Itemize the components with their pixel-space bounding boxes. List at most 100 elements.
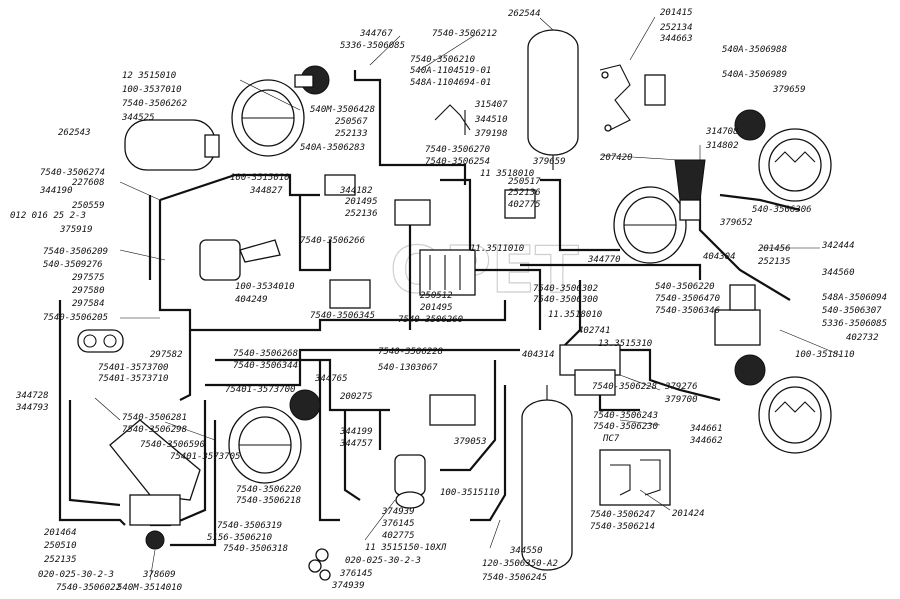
part-label: 7540-3506209	[43, 247, 108, 257]
part-label: 344663	[659, 34, 693, 44]
part-label: 252136	[508, 188, 541, 198]
inset-clip-top	[599, 64, 666, 132]
part-label: 75401-3573700	[98, 363, 168, 373]
part-label: 540М-3506428	[310, 105, 375, 115]
part-label: 342444	[821, 241, 855, 251]
part-label: 344199	[339, 427, 373, 437]
part-label: 548А-3506094	[822, 293, 887, 303]
part-label: 120-3506350-А2	[482, 559, 558, 569]
part-label: 75401-3573700	[225, 385, 295, 395]
pressure-gauge	[77, 329, 124, 353]
part-label: 344510	[474, 115, 508, 125]
part-label: ПС7	[602, 434, 620, 444]
air-tank-small	[124, 119, 220, 171]
part-label: 100-3518110	[795, 350, 855, 360]
part-label: 7540-3506319	[217, 521, 282, 531]
part-label: 379276	[664, 382, 698, 392]
part-label: 250567	[335, 117, 368, 127]
part-label: 012 016 25 2-3	[10, 211, 86, 221]
part-label: 314802	[705, 141, 739, 151]
part-label: 252136	[345, 209, 378, 219]
part-label: 344770	[587, 255, 621, 265]
part-label: 402741	[578, 326, 611, 336]
part-label: 201464	[44, 528, 77, 538]
part-label: 402775	[382, 531, 415, 541]
part-labels: 262544 201415 252134 344663 540А-3506988…	[10, 8, 887, 593]
part-label: 344793	[15, 403, 49, 413]
part-label: 379700	[664, 395, 698, 405]
part-label: 344190	[39, 186, 73, 196]
part-label: 7540-3506022	[56, 583, 121, 593]
part-label: 7540-3506247	[590, 510, 656, 520]
part-label: 201415	[660, 8, 693, 18]
valve-block-right	[714, 284, 761, 346]
part-label: 7540-3506220	[236, 485, 301, 495]
part-label: 344827	[249, 186, 283, 196]
part-label: 5336-3506085	[340, 41, 405, 51]
part-label: 227608	[72, 178, 105, 188]
part-label: 540-3509276	[43, 260, 103, 270]
part-label: 376145	[339, 569, 373, 579]
part-label: 378609	[142, 570, 176, 580]
part-label: 7540-3506318	[223, 544, 288, 554]
part-label: 200275	[340, 392, 373, 402]
part-label: 7540-3506254	[425, 157, 490, 167]
part-label: 7540-3506262	[122, 99, 187, 109]
part-label: 297580	[72, 286, 105, 296]
part-label: 540А-3506988	[722, 45, 787, 55]
part-label: 7540-3506230	[593, 422, 658, 432]
part-label: 7540-3506274	[40, 168, 105, 178]
part-label: 7540-3506214	[590, 522, 655, 532]
part-label: 5336-3506085	[822, 319, 887, 329]
part-label: 7540-3506245	[482, 573, 547, 583]
part-label: 404304	[703, 252, 736, 262]
part-label: 344757	[339, 439, 373, 449]
part-label: 7540-3506345	[310, 311, 375, 321]
part-label: 7540-3506243	[593, 411, 658, 421]
part-label: 540А-3506989	[722, 70, 787, 80]
part-label: 404314	[522, 350, 555, 360]
part-label: 020-025-30-2-3	[345, 556, 421, 566]
part-label: 7540-3506210	[410, 55, 475, 65]
part-label: 374939	[381, 507, 415, 517]
part-label: 201456	[758, 244, 791, 254]
part-label: 201495	[420, 303, 453, 313]
air-tank-lower	[521, 385, 573, 571]
part-label: 344182	[339, 186, 373, 196]
part-label: 252135	[758, 257, 791, 267]
fittings-cluster	[308, 548, 331, 581]
part-label: 100-3515110	[440, 488, 500, 498]
components	[77, 29, 832, 581]
part-label: 250512	[420, 291, 453, 301]
part-label: 250517	[508, 177, 541, 187]
part-label: 540-3506306	[752, 205, 812, 215]
part-label: 11.3518010	[548, 310, 602, 320]
part-label: 344525	[121, 113, 155, 123]
part-label: 402732	[846, 333, 879, 343]
part-label: 7540-3506212	[432, 29, 497, 39]
part-label: 402775	[508, 200, 541, 210]
part-label: 297582	[150, 350, 183, 360]
part-label: 7540-3506344	[233, 361, 298, 371]
valve-block-lower	[394, 344, 621, 509]
air-tank-upper	[527, 29, 579, 170]
part-label: 252135	[44, 555, 77, 565]
compressor	[199, 239, 281, 281]
part-label: 7540-3506346	[655, 306, 720, 316]
inset-clip-bottom	[599, 449, 671, 506]
part-label: 297584	[72, 299, 105, 309]
hook-fitting	[434, 104, 471, 135]
part-label: 75401-3573710	[98, 374, 168, 384]
part-label: 100-3537010	[122, 85, 182, 95]
part-label: 100-3515010	[230, 173, 290, 183]
part-label: 375919	[59, 225, 93, 235]
part-label: 75401-3573705	[170, 452, 240, 462]
part-label: 548А-1104694-01	[410, 78, 491, 88]
part-label: 7540-3506205	[43, 313, 108, 323]
part-label: 540-3506307	[822, 306, 882, 316]
part-label: 314708	[705, 127, 739, 137]
brake-drum-middle	[613, 186, 687, 264]
part-label: 201424	[672, 509, 705, 519]
